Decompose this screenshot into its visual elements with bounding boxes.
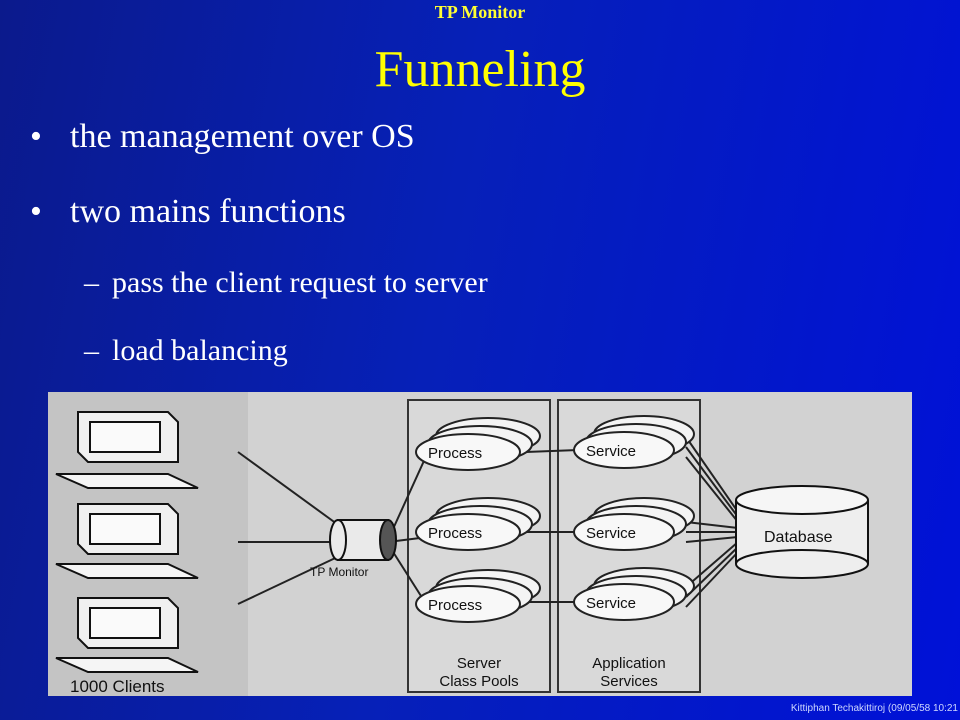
slide-title: Funneling (374, 41, 586, 98)
section-header: TP Monitor (434, 2, 526, 22)
service-group: Service (573, 497, 695, 551)
service-group: Service (573, 415, 695, 469)
dash-mark: – (84, 334, 99, 367)
services-label-line2: Services (600, 673, 658, 690)
process-group: Process (415, 417, 541, 471)
sub-bullet-item: – pass the client request to server (84, 266, 488, 300)
service-group: Service (573, 567, 695, 621)
funneling-diagram: 1000 Clients TP Monitor Process Process … (48, 392, 912, 696)
tp-monitor-cylinder (329, 519, 397, 561)
bullet-text: the management over OS (70, 118, 415, 155)
bullet-item: • two mains functions (30, 193, 346, 231)
database-label: Database (764, 529, 833, 546)
process-label: Process (428, 445, 482, 462)
process-label: Process (428, 525, 482, 542)
process-group: Process (415, 497, 541, 551)
services-label-line1: Application (592, 655, 665, 672)
process-label: Process (428, 597, 482, 614)
pools-label-line2: Class Pools (439, 673, 518, 690)
dash-mark: – (84, 266, 99, 299)
footer-credit: Kittiphan Techakittiroj (09/05/58 10:21 (790, 703, 958, 714)
client-terminal (55, 411, 199, 489)
bullet-mark: • (30, 193, 42, 230)
sub-bullet-item: – load balancing (84, 334, 288, 368)
bullet-text: two mains functions (70, 193, 346, 230)
process-group: Process (415, 569, 541, 623)
pools-label-line1: Server (457, 655, 501, 672)
client-terminal (55, 597, 199, 673)
service-label: Service (586, 443, 636, 460)
service-label: Service (586, 525, 636, 542)
client-terminal (55, 503, 199, 579)
database-cylinder (735, 485, 869, 579)
diagram-svg: 1000 Clients TP Monitor Process Process … (48, 392, 912, 696)
bullet-mark: • (30, 118, 42, 155)
tp-monitor-label: TP Monitor (310, 565, 368, 579)
clients-label: 1000 Clients (70, 677, 165, 696)
sub-bullet-text: pass the client request to server (112, 266, 488, 299)
service-label: Service (586, 595, 636, 612)
sub-bullet-text: load balancing (112, 334, 288, 367)
bullet-item: • the management over OS (30, 118, 415, 156)
